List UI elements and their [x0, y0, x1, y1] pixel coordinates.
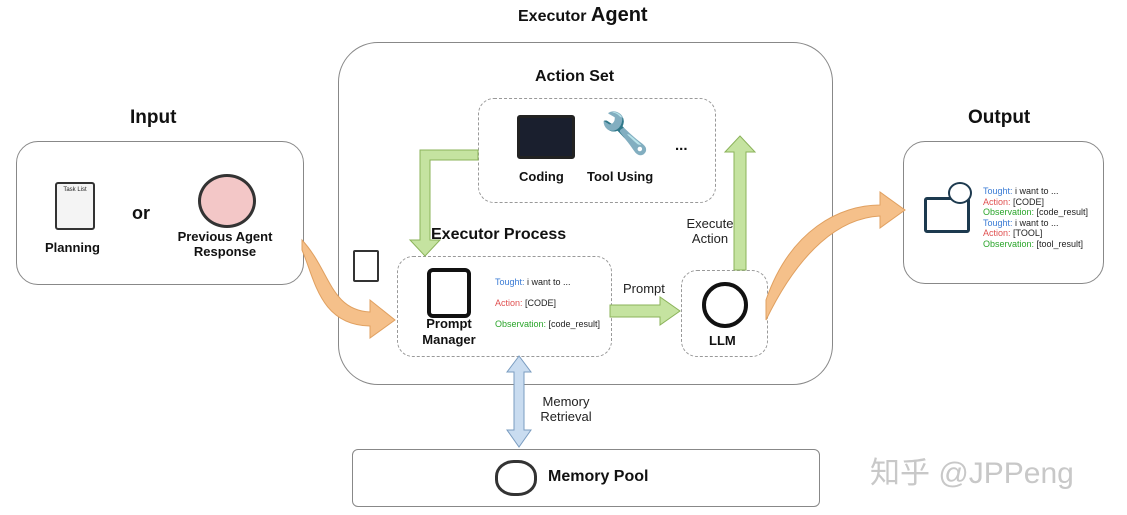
line-value: [code_result]: [1034, 207, 1089, 217]
diagram-title: Executor Agent: [518, 4, 648, 27]
prompt-manager-icon: [427, 268, 471, 318]
more-actions: ...: [675, 137, 688, 154]
chat-bubble-icon: [948, 182, 972, 204]
title-prefix: Executor: [518, 8, 587, 25]
line-value: [TOOL]: [1010, 228, 1043, 238]
output-title: Output: [968, 107, 1031, 128]
robot-icon: [198, 174, 256, 228]
line-key: Tought:: [983, 217, 1013, 228]
memory-pool-label: Memory Pool: [548, 468, 649, 485]
line-key: Tought:: [983, 186, 1013, 196]
line-value: [CODE]: [522, 298, 557, 308]
prompt-label: Prompt: [623, 281, 665, 296]
wrench-icon: 🔧: [600, 112, 650, 156]
line-value: i want to ...: [1012, 186, 1059, 196]
line-key: Observation:: [495, 319, 547, 329]
line-value: [code_result]: [546, 319, 601, 329]
monitor-code-icon: [517, 115, 575, 159]
arrow-process-to-llm: [609, 296, 681, 326]
line-key: Tought:: [495, 277, 525, 287]
coding-label: Coding: [519, 169, 564, 184]
title-main: Agent: [590, 4, 648, 26]
arrow-memory-retrieval: [506, 355, 532, 448]
line-key: Action:: [495, 298, 523, 308]
tool-using-label: Tool Using: [587, 169, 654, 184]
watermark: 知乎 @JPPeng: [870, 457, 1074, 490]
output-box: [903, 141, 1104, 284]
executor-process-title: Executor Process: [431, 226, 567, 243]
line-value: [CODE]: [1010, 196, 1045, 207]
line-key: Observation:: [983, 238, 1035, 249]
line-key: Action:: [983, 196, 1011, 207]
execute-action-label: Execute Action: [686, 216, 734, 246]
brain-icon: [495, 460, 537, 496]
previous-agent-label: Previous Agent Response: [177, 229, 273, 259]
envelope-icon: [924, 197, 970, 233]
or-label: or: [132, 203, 150, 223]
process-lines: Tought: i want to ... Action: [CODE] Obs…: [495, 276, 600, 330]
input-title: Input: [130, 107, 177, 128]
line-key: Action:: [983, 228, 1011, 238]
clipboard-icon: [353, 250, 379, 282]
llm-label: LLM: [709, 333, 736, 348]
memory-pool-box: [352, 449, 820, 507]
output-lines: Tought: i want to ... Action: [CODE] Obs…: [983, 186, 1088, 249]
line-value: [tool_result]: [1034, 238, 1084, 249]
arrow-action-to-process: [408, 149, 479, 257]
arrow-llm-to-action: [723, 135, 757, 271]
memory-retrieval-label: Memory Retrieval: [540, 394, 592, 424]
openai-icon: [702, 282, 748, 328]
line-key: Observation:: [983, 207, 1035, 217]
line-value: i want to ...: [524, 277, 571, 287]
task-list-icon: Task List: [55, 182, 95, 230]
arrow-input-to-process: [301, 238, 396, 339]
line-value: i want to ...: [1012, 217, 1059, 228]
task-list-label: Task List: [63, 187, 87, 193]
prompt-manager-label: Prompt Manager: [422, 316, 476, 347]
planning-label: Planning: [45, 240, 100, 255]
arrow-llm-to-output: [765, 191, 906, 321]
action-set-title: Action Set: [535, 68, 615, 85]
